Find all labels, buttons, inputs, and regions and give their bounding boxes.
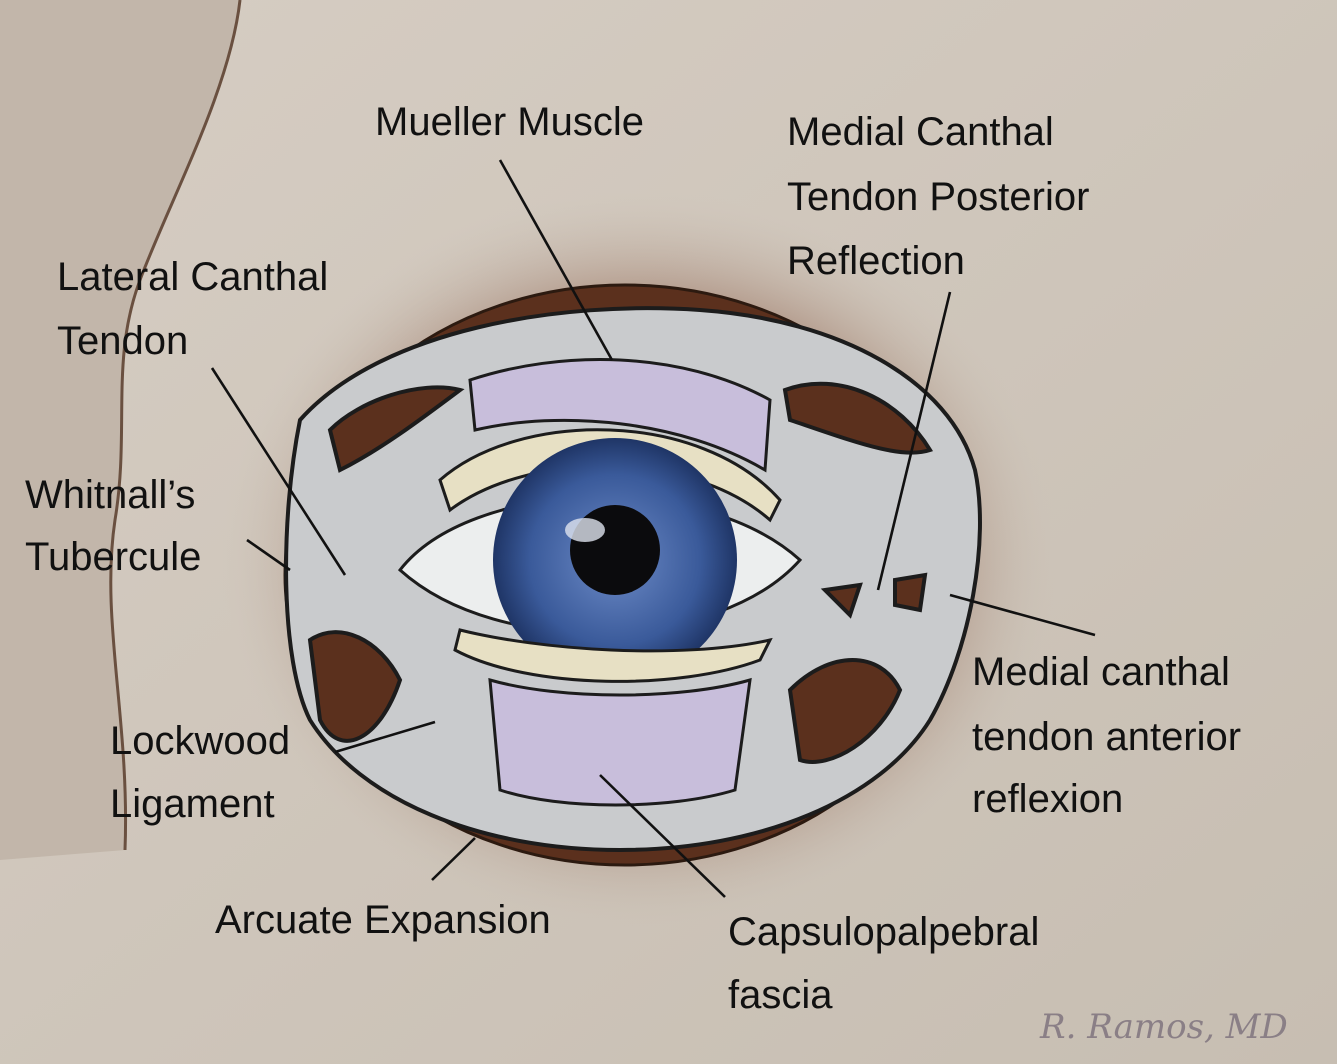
label-whitnall-2: Tubercule bbox=[25, 535, 201, 579]
lower-tarsus bbox=[453, 628, 773, 683]
leader-arcuate bbox=[431, 837, 476, 881]
label-lateral-canthal-2: Tendon bbox=[57, 319, 188, 363]
leader-capsulopalpebral bbox=[599, 774, 726, 898]
label-capsulopalpebral-1: Capsulopalpebral bbox=[728, 910, 1039, 954]
label-medial-canthal-anterior-3: reflexion bbox=[972, 777, 1123, 821]
highlight bbox=[565, 518, 605, 542]
capsulopalpebral-fascia bbox=[488, 677, 752, 807]
label-medial-canthal-posterior-3: Reflection bbox=[787, 239, 965, 283]
label-mueller-muscle: Mueller Muscle bbox=[375, 100, 644, 144]
skin-edge bbox=[0, 0, 240, 860]
leader-mueller bbox=[498, 159, 614, 361]
label-lateral-canthal-1: Lateral Canthal bbox=[57, 255, 328, 299]
label-whitnall-1: Whitnall’s bbox=[25, 473, 195, 517]
leader-whitnall bbox=[246, 538, 291, 572]
leader-medial-anterior bbox=[949, 593, 1096, 637]
label-lockwood-1: Lockwood bbox=[110, 719, 290, 763]
skin-edge-line bbox=[109, 0, 242, 851]
leader-medial-posterior bbox=[876, 291, 952, 591]
label-medial-canthal-anterior-2: tendon anterior bbox=[972, 715, 1241, 759]
artist-signature: R. Ramos, MD bbox=[1039, 1007, 1288, 1047]
label-medial-canthal-posterior-2: Tendon Posterior bbox=[787, 175, 1089, 219]
label-medial-canthal-posterior-1: Medial Canthal bbox=[787, 110, 1054, 154]
mueller-muscle bbox=[468, 358, 772, 473]
leader-lockwood bbox=[334, 720, 436, 754]
orbit-windows bbox=[307, 381, 934, 764]
label-arcuate: Arcuate Expansion bbox=[215, 898, 551, 942]
leader-lateral-canthal bbox=[210, 367, 347, 576]
label-lockwood-2: Ligament bbox=[110, 782, 275, 826]
label-capsulopalpebral-2: fascia bbox=[728, 973, 833, 1017]
label-medial-canthal-anterior-1: Medial canthal bbox=[972, 650, 1230, 694]
